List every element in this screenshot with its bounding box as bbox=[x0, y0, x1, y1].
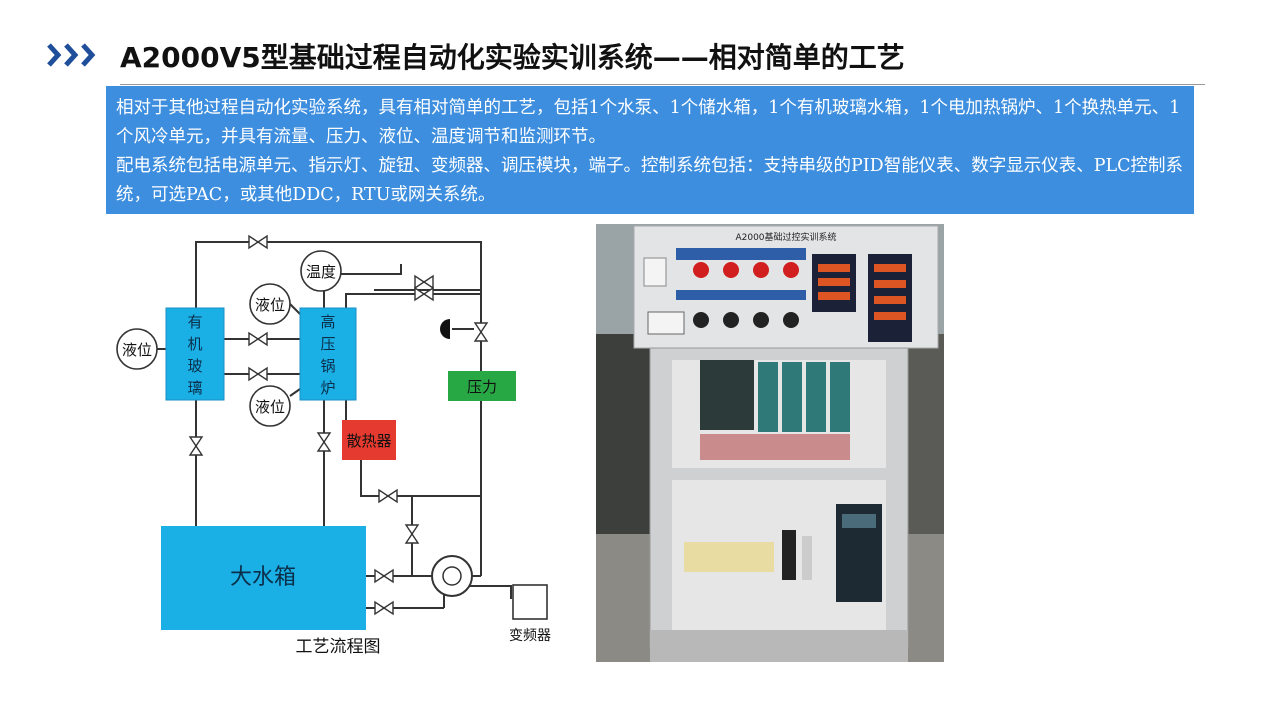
vertical-label-char: 有 bbox=[187, 313, 202, 331]
vertical-label-char: 炉 bbox=[320, 379, 335, 397]
vertical-label-char: 玻 bbox=[187, 357, 202, 375]
pump-icon bbox=[431, 555, 473, 597]
vertical-label-char: 高 bbox=[320, 313, 335, 331]
level-label-1: 液位 bbox=[255, 296, 285, 314]
level-sensor-glass bbox=[116, 328, 158, 370]
diagram-caption: 工艺流程图 bbox=[296, 637, 381, 657]
glass-tank bbox=[165, 307, 225, 401]
vertical-label-char: 机 bbox=[187, 335, 202, 353]
process-flow-diagram: 有 机 玻 璃 高 压 锅 炉 散热器 压力 大水箱 温度 液位 液位 液位 变… bbox=[106, 224, 568, 662]
vertical-label-char: 璃 bbox=[187, 379, 202, 397]
big-water-tank bbox=[161, 526, 366, 630]
temperature-label: 温度 bbox=[306, 263, 336, 281]
description-paragraph-2: 配电系统包括电源单元、指示灯、旋钮、变频器、调压模块，端子。控制系统包括：支持串… bbox=[116, 156, 1184, 205]
level-label-3: 液位 bbox=[255, 398, 285, 416]
description-banner: 相对于其他过程自动化实验系统，具有相对简单的工艺，包括1个水泵、1个储水箱，1个… bbox=[106, 86, 1194, 214]
level-label-2: 液位 bbox=[122, 341, 152, 359]
boiler-tank bbox=[299, 307, 357, 401]
big-tank-label: 大水箱 bbox=[230, 565, 296, 590]
vertical-label-char: 压 bbox=[320, 335, 335, 353]
heat-sink bbox=[342, 420, 396, 460]
chevron-arrows-icon bbox=[47, 43, 96, 67]
panel-title: A2000基础过控实训系统 bbox=[735, 231, 836, 243]
level-sensor-boiler-bottom bbox=[249, 385, 291, 427]
vfd-box bbox=[512, 584, 548, 620]
heat-sink-label: 散热器 bbox=[346, 432, 391, 450]
pressure-label: 压力 bbox=[467, 378, 497, 396]
temperature-sensor bbox=[300, 250, 342, 292]
vfd-label: 变频器 bbox=[509, 628, 551, 644]
description-paragraph-1: 相对于其他过程自动化实验系统，具有相对简单的工艺，包括1个水泵、1个储水箱，1个… bbox=[116, 98, 1181, 147]
equipment-cabinet-photo: A2000基础过控实训系统 bbox=[596, 224, 944, 662]
title-divider bbox=[120, 84, 1205, 85]
page-title: A2000V5型基础过程自动化实验实训系统——相对简单的工艺 bbox=[120, 41, 905, 74]
pressure-gauge bbox=[448, 371, 516, 401]
level-sensor-boiler-top bbox=[249, 283, 291, 325]
vertical-label-char: 锅 bbox=[320, 357, 335, 375]
